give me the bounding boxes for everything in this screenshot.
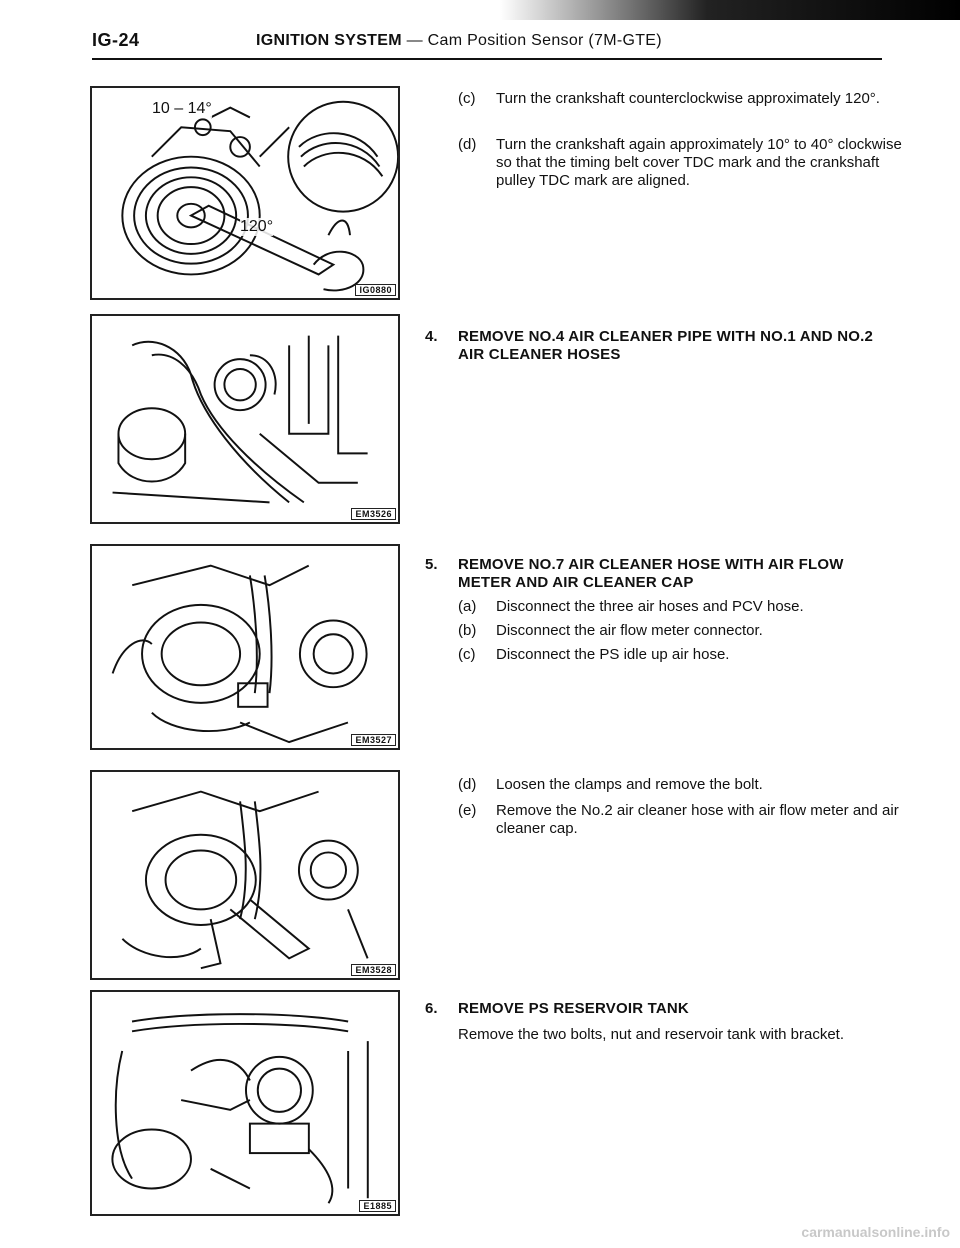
figure-air-flow-meter: EM3527 (90, 544, 400, 750)
figure-code: IG0880 (355, 284, 396, 296)
step-5d-letter: (d) (458, 776, 477, 793)
figure-air-cleaner-pipe: EM3526 (90, 314, 400, 524)
air-cleaner-pipe-drawing (112, 335, 368, 504)
crankshaft-pulley-drawing (121, 100, 398, 292)
figure-code: EM3528 (351, 964, 396, 976)
figure-ps-reservoir: E1885 (90, 990, 400, 1216)
step-5b-letter: (b) (458, 622, 477, 639)
step-5-title: REMOVE NO.7 AIR CLEANER HOSE WITH AIR FL… (458, 556, 844, 591)
page-title: IGNITION SYSTEM — Cam Position Sensor (7… (256, 32, 662, 50)
clamps-bolt-drawing (121, 790, 369, 970)
ps-reservoir-drawing (111, 1013, 369, 1204)
step-5b-text: Disconnect the air flow meter connector. (496, 622, 763, 639)
step-6-text: Remove the two bolts, nut and reservoir … (458, 1026, 845, 1043)
page-code: IG-24 (92, 30, 140, 50)
step-c-letter: (c) (458, 90, 476, 107)
header-rule (92, 58, 882, 60)
title-dash: — (406, 32, 423, 49)
step-c-text: Turn the crankshaft counterclockwise app… (496, 90, 880, 107)
header-black-bar (500, 0, 960, 20)
figure-clamps-bolt: EM3528 (90, 770, 400, 980)
figure-code: E1885 (359, 1200, 396, 1212)
step-5-number: 5. (425, 556, 438, 573)
figure-crankshaft-pulley: 10 – 14° 120° IG0880 (90, 86, 400, 300)
section-title: IGNITION SYSTEM (256, 32, 402, 49)
step-5a-letter: (a) (458, 598, 477, 615)
step-4-title: REMOVE NO.4 AIR CLEANER PIPE WITH NO.1 A… (458, 328, 874, 363)
step-5a-text: Disconnect the three air hoses and PCV h… (496, 598, 804, 615)
figure-code: EM3527 (351, 734, 396, 746)
step-6-title: REMOVE PS RESERVOIR TANK (458, 1000, 689, 1017)
step-6-number: 6. (425, 1000, 438, 1017)
figure-code: EM3526 (351, 508, 396, 520)
step-4-number: 4. (425, 328, 438, 345)
step-d-letter: (d) (458, 136, 477, 153)
step-5c-letter: (c) (458, 646, 476, 663)
step-5e-letter: (e) (458, 802, 477, 819)
angle-label-top: 10 – 14° (152, 100, 212, 118)
air-flow-meter-drawing (111, 564, 368, 744)
step-5c-text: Disconnect the PS idle up air hose. (496, 646, 730, 663)
step-5d-text: Loosen the clamps and remove the bolt. (496, 776, 763, 793)
step-5e-text: Remove the No.2 air cleaner hose with ai… (496, 802, 899, 837)
watermark: carmanualsonline.info (801, 1224, 950, 1240)
section-subtitle: Cam Position Sensor (7M-GTE) (427, 32, 662, 49)
angle-label-120: 120° (240, 218, 274, 236)
step-d-text: Turn the crankshaft again approximately … (496, 136, 902, 189)
